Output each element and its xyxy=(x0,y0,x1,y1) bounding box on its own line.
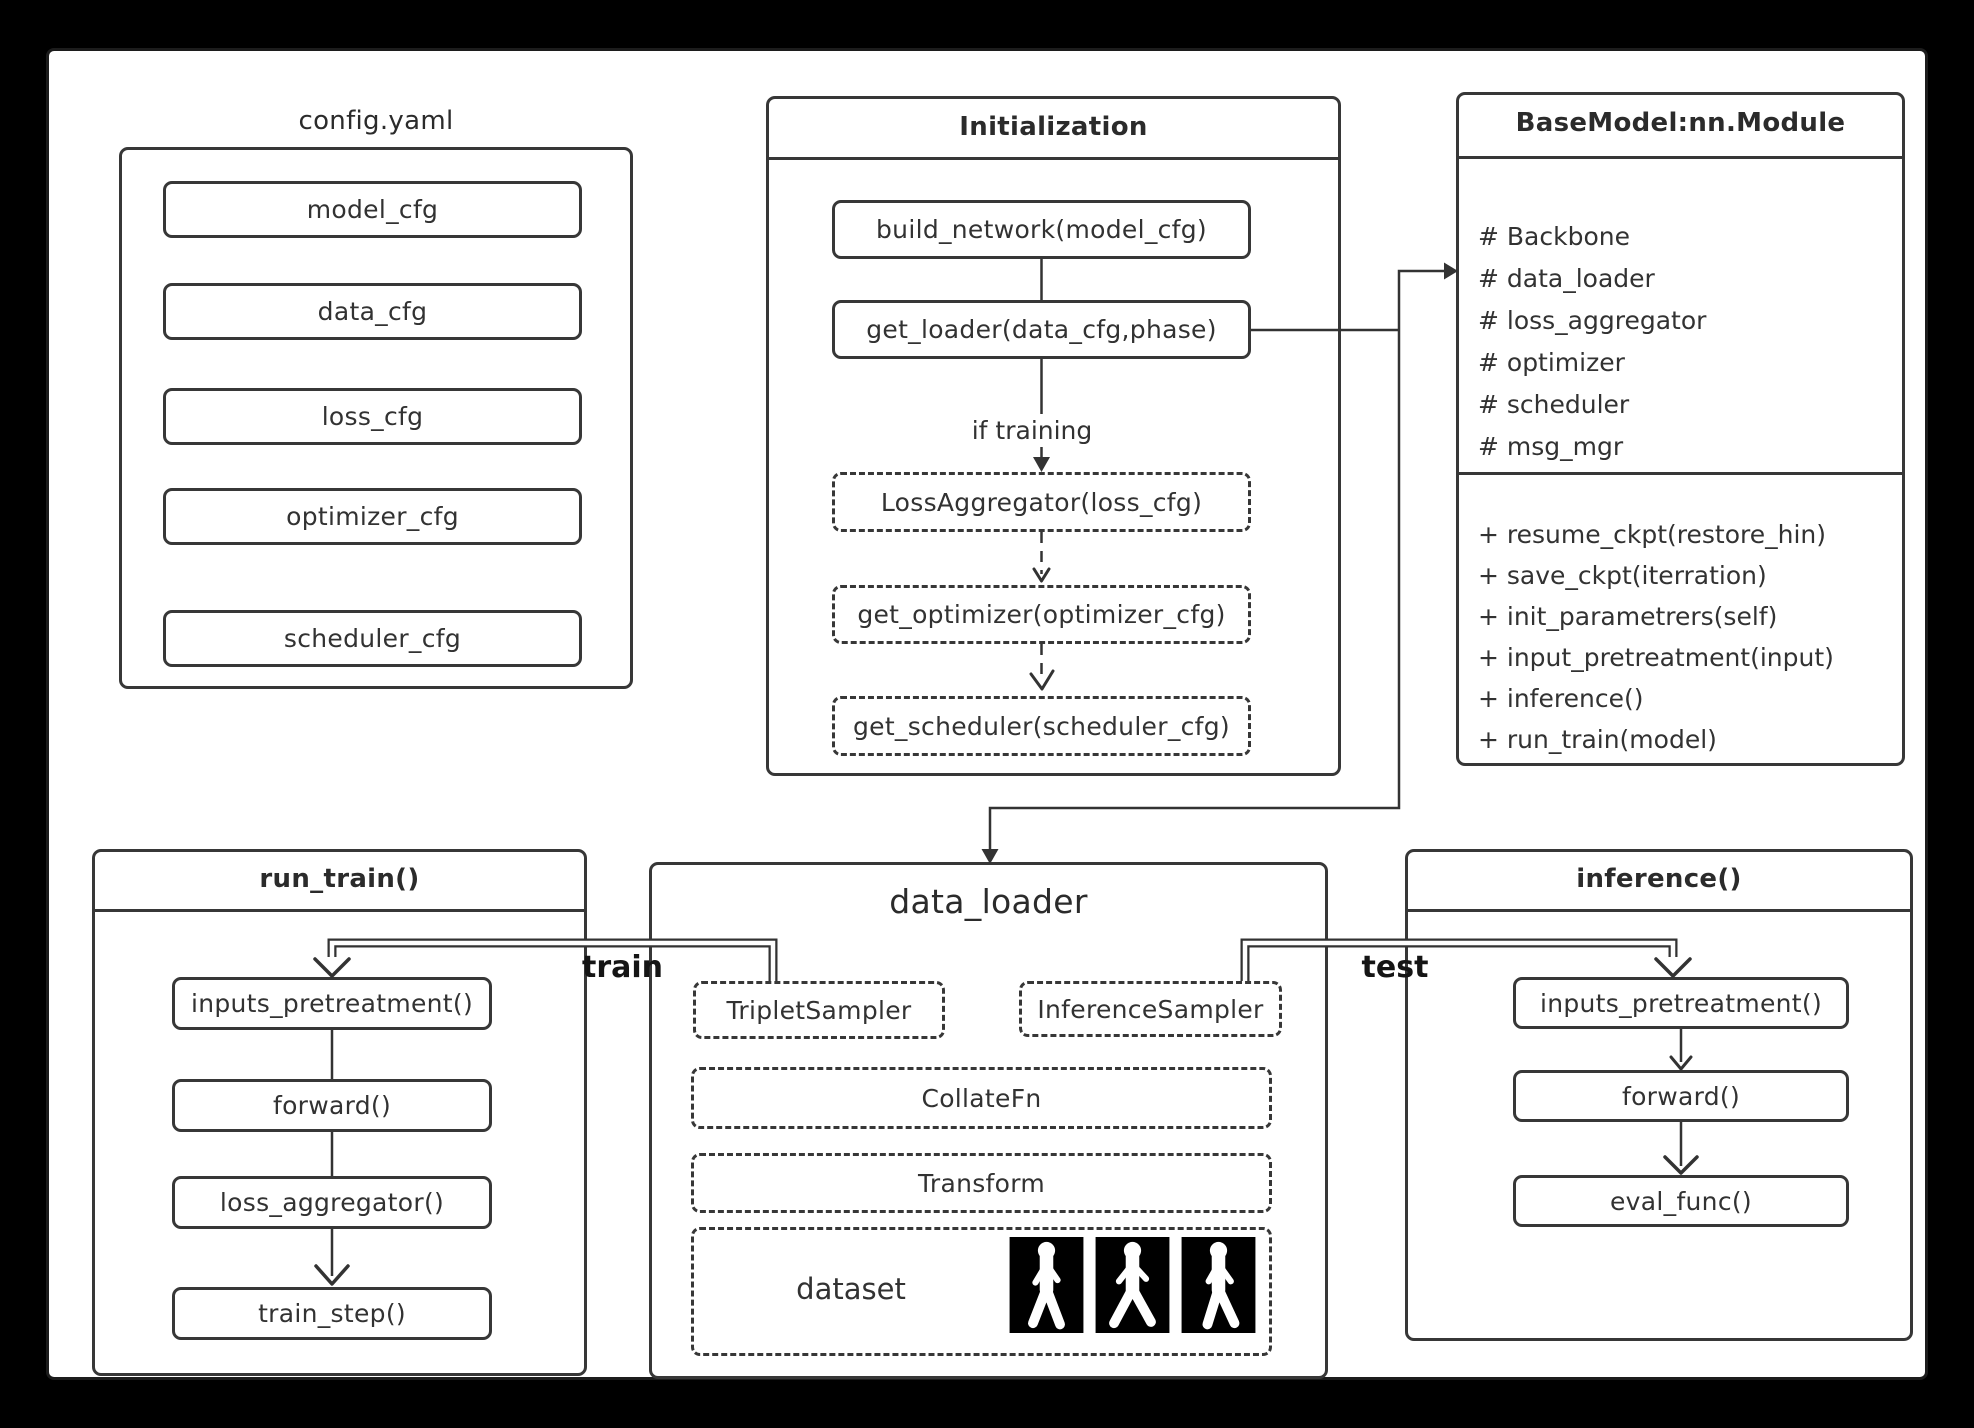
triplet-sampler-box: TripletSampler xyxy=(693,981,945,1039)
data-loader-title: data_loader xyxy=(889,882,1088,921)
build-network-box: build_network(model_cfg) xyxy=(832,200,1251,259)
basemodel-method: + init_parametrers(self) xyxy=(1478,602,1778,631)
test-flow-label: test xyxy=(1361,950,1429,985)
initialization-title: Initialization xyxy=(959,112,1148,142)
config-item-model-cfg: model_cfg xyxy=(163,181,582,238)
gait-silhouette-icon xyxy=(1095,1237,1170,1333)
inference-sampler-box: InferenceSampler xyxy=(1019,981,1282,1037)
inference-group xyxy=(1405,849,1913,1341)
basemodel-methods: + resume_ckpt(restore_hin) + save_ckpt(i… xyxy=(1478,514,1888,760)
transform-box: Transform xyxy=(691,1153,1272,1213)
inference-title: inference() xyxy=(1576,864,1742,894)
basemodel-attribute: # data_loader xyxy=(1478,264,1655,293)
basemodel-attribute: # Backbone xyxy=(1478,222,1630,251)
collate-fn-box: CollateFn xyxy=(691,1067,1272,1129)
run-train-title: run_train() xyxy=(259,864,420,894)
basemodel-method: + run_train(model) xyxy=(1478,725,1717,754)
get-optimizer-box: get_optimizer(optimizer_cfg) xyxy=(832,585,1251,644)
basemodel-attribute: # msg_mgr xyxy=(1478,432,1624,461)
basemodel-method: + input_pretreatment(input) xyxy=(1478,643,1834,672)
config-item-scheduler-cfg: scheduler_cfg xyxy=(163,610,582,667)
get-loader-box: get_loader(data_cfg,phase) xyxy=(832,300,1251,359)
basemodel-method: + resume_ckpt(restore_hin) xyxy=(1478,520,1826,549)
train-step-forward: forward() xyxy=(172,1079,492,1132)
config-yaml-title: config.yaml xyxy=(298,106,454,136)
basemodel-header-divider xyxy=(1456,156,1905,159)
config-item-data-cfg: data_cfg xyxy=(163,283,582,340)
inference-header-divider xyxy=(1405,909,1913,912)
config-item-loss-cfg: loss_cfg xyxy=(163,388,582,445)
basemodel-attribute: # optimizer xyxy=(1478,348,1625,377)
initialization-header-divider xyxy=(766,157,1341,160)
inference-step-forward: forward() xyxy=(1513,1070,1849,1122)
if-training-label: if training xyxy=(917,414,1147,447)
dataset-box xyxy=(691,1227,1272,1356)
run-train-group xyxy=(92,849,587,1376)
basemodel-section-divider xyxy=(1456,472,1905,475)
train-step-loss-aggregator: loss_aggregator() xyxy=(172,1176,492,1229)
basemodel-attributes: # Backbone # data_loader # loss_aggregat… xyxy=(1478,216,1888,468)
basemodel-method: + inference() xyxy=(1478,684,1644,713)
basemodel-group xyxy=(1456,92,1905,766)
basemodel-attribute: # scheduler xyxy=(1478,390,1630,419)
inference-step-eval-func: eval_func() xyxy=(1513,1175,1849,1227)
run-train-header-divider xyxy=(92,909,587,912)
basemodel-title: BaseModel:nn.Module xyxy=(1515,108,1846,138)
gait-silhouette-icon xyxy=(1009,1237,1084,1333)
basemodel-attribute: # loss_aggregator xyxy=(1478,306,1707,335)
train-step-inputs-pretreatment: inputs_pretreatment() xyxy=(172,977,492,1030)
train-flow-label: train xyxy=(581,950,664,985)
basemodel-method: + save_ckpt(iterration) xyxy=(1478,561,1767,590)
inference-step-inputs-pretreatment: inputs_pretreatment() xyxy=(1513,977,1849,1029)
gait-silhouette-icon xyxy=(1181,1237,1256,1333)
config-yaml-group xyxy=(119,147,633,689)
loss-aggregator-box: LossAggregator(loss_cfg) xyxy=(832,472,1251,532)
config-item-optimizer-cfg: optimizer_cfg xyxy=(163,488,582,545)
dataset-label: dataset xyxy=(796,1272,906,1306)
train-step-train-step: train_step() xyxy=(172,1287,492,1340)
get-scheduler-box: get_scheduler(scheduler_cfg) xyxy=(832,696,1251,756)
